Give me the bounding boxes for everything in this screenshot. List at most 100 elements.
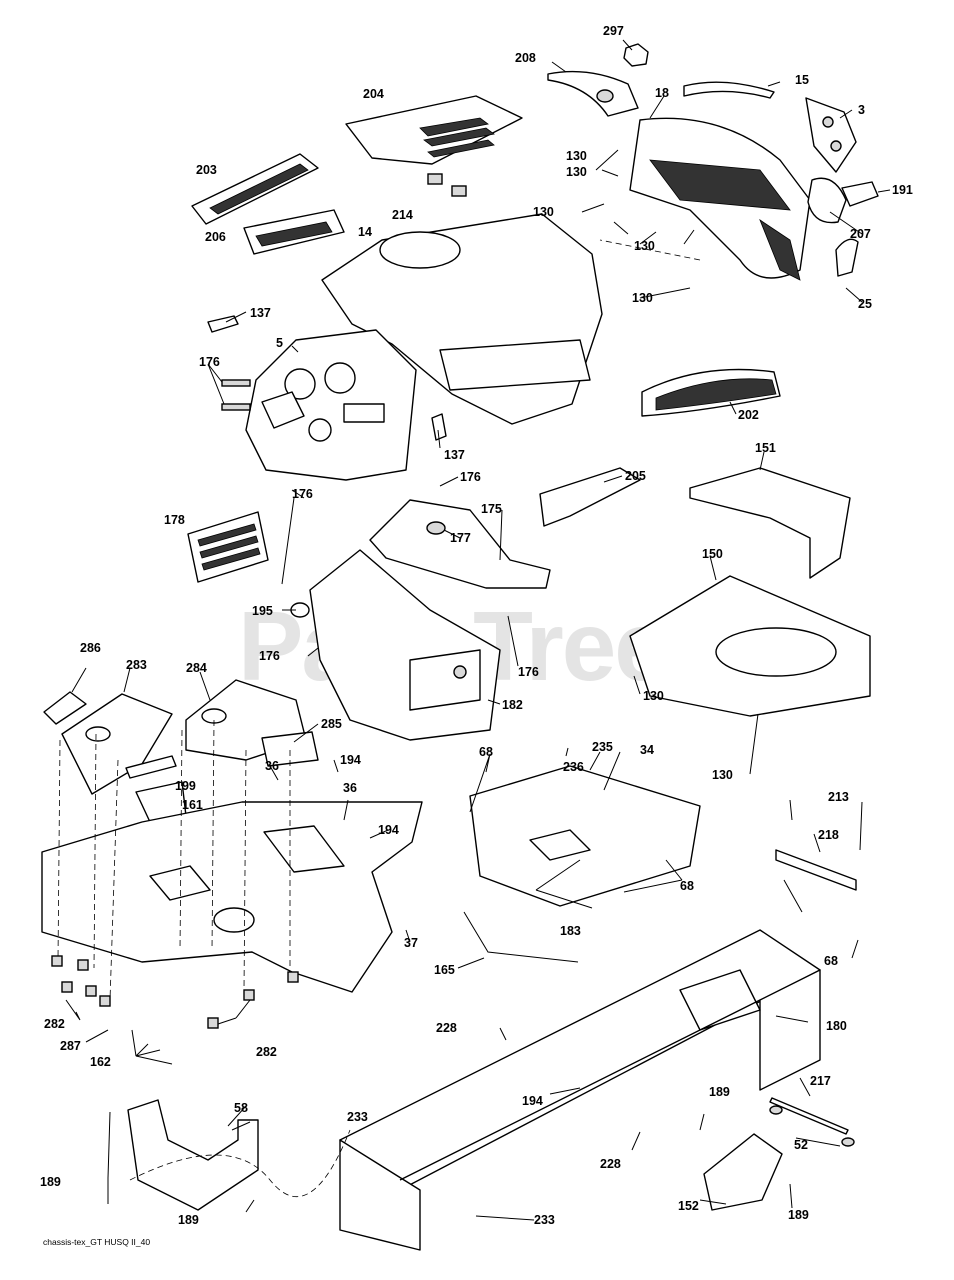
part-5-dash	[245, 329, 417, 481]
callout-52: 52	[794, 1138, 808, 1152]
callout-36-b: 36	[343, 781, 357, 795]
callout-162: 162	[90, 1055, 111, 1069]
callout-205: 205	[625, 469, 646, 483]
callout-178: 178	[164, 513, 185, 527]
callout-176-a: 176	[199, 355, 220, 369]
callout-194-a: 194	[340, 753, 361, 767]
callout-208: 208	[515, 51, 536, 65]
part-25-trim	[835, 238, 859, 277]
callout-213: 213	[828, 790, 849, 804]
callout-3: 3	[858, 103, 865, 117]
part-204-hood-panel	[345, 95, 523, 165]
callout-286: 286	[80, 641, 101, 655]
part-217-rod	[769, 1097, 855, 1147]
callout-137-b: 137	[444, 448, 465, 462]
part-282-clips	[51, 955, 299, 1029]
leader-lines	[65, 39, 891, 1221]
callout-150: 150	[702, 547, 723, 561]
callout-183: 183	[560, 924, 581, 938]
callout-36-a: 36	[265, 759, 279, 773]
callout-130-a: 130	[566, 149, 587, 163]
callout-175: 175	[481, 502, 502, 516]
callout-176-b: 176	[460, 470, 481, 484]
part-203-light-grille	[191, 153, 319, 225]
part-152-cover	[703, 1133, 783, 1211]
callout-228-a: 228	[436, 1021, 457, 1035]
callout-18: 18	[655, 86, 669, 100]
part-182-console	[309, 549, 501, 741]
callout-68-b: 68	[680, 879, 694, 893]
callout-287: 287	[60, 1039, 81, 1053]
callout-152: 152	[678, 1199, 699, 1213]
callout-151: 151	[755, 441, 776, 455]
callout-180: 180	[826, 1019, 847, 1033]
callout-282-b: 282	[256, 1045, 277, 1059]
callout-176-c: 176	[292, 487, 313, 501]
part-283-fender-cover	[61, 693, 173, 795]
callout-189-b: 189	[40, 1175, 61, 1189]
callout-233-b: 233	[534, 1213, 555, 1227]
part-207-lens	[807, 177, 847, 224]
part-205-panel	[539, 467, 641, 527]
part-297-knob	[623, 43, 649, 67]
part-175-bracket	[369, 499, 551, 589]
callout-202: 202	[738, 408, 759, 422]
callout-189-d: 189	[178, 1213, 199, 1227]
drawing-code: chassis-tex_GT HUSQ II_40	[43, 1237, 151, 1247]
part-286-cap	[43, 691, 87, 725]
part-214-clips	[427, 173, 467, 197]
callout-37: 37	[404, 936, 418, 950]
callout-130-b: 130	[566, 165, 587, 179]
part-208-trim	[547, 70, 639, 117]
callout-165: 165	[434, 963, 455, 977]
callout-130-e: 130	[632, 291, 653, 305]
callout-228-b: 228	[600, 1157, 621, 1171]
part-34-plate	[469, 765, 701, 907]
callout-176-e: 176	[518, 665, 539, 679]
part-150-floor-pan	[629, 575, 871, 717]
part-177-knob	[426, 521, 446, 535]
callout-284: 284	[186, 661, 207, 675]
part-37-fender	[41, 801, 423, 993]
part-180-frame	[339, 929, 821, 1251]
callout-204: 204	[363, 87, 384, 101]
callout-191: 191	[892, 183, 913, 197]
callout-25: 25	[858, 297, 872, 311]
callout-214: 214	[392, 208, 413, 222]
callout-195: 195	[252, 604, 273, 618]
callout-189-c: 189	[788, 1208, 809, 1222]
part-285-trim	[261, 731, 319, 767]
part-58-bracket	[127, 1099, 259, 1211]
callout-199: 199	[175, 779, 196, 793]
part-191-cap	[841, 181, 879, 207]
part-202-grille	[641, 368, 781, 417]
callout-218: 218	[818, 828, 839, 842]
callout-189-a: 189	[709, 1085, 730, 1099]
callout-217: 217	[810, 1074, 831, 1088]
callout-5: 5	[276, 336, 283, 350]
callout-206: 206	[205, 230, 226, 244]
callout-182: 182	[502, 698, 523, 712]
callout-130-d: 130	[634, 239, 655, 253]
callout-194-b: 194	[378, 823, 399, 837]
part-18-front-grille	[629, 117, 811, 281]
callout-58: 58	[234, 1101, 248, 1115]
callout-297: 297	[603, 24, 624, 38]
part-3-bracket	[805, 97, 857, 173]
callout-236: 236	[563, 760, 584, 774]
callout-14: 14	[358, 225, 372, 239]
callout-137-a: 137	[250, 306, 271, 320]
callout-194-c: 194	[522, 1094, 543, 1108]
callout-203: 203	[196, 163, 217, 177]
part-15-strip	[683, 81, 775, 99]
part-176-bolts-left	[221, 379, 251, 411]
callout-282-a: 282	[44, 1017, 65, 1031]
callout-68-c: 68	[824, 954, 838, 968]
callout-15: 15	[795, 73, 809, 87]
callout-285: 285	[321, 717, 342, 731]
callout-34: 34	[640, 743, 654, 757]
callout-161: 161	[182, 798, 203, 812]
callout-207: 207	[850, 227, 871, 241]
callout-283: 283	[126, 658, 147, 672]
